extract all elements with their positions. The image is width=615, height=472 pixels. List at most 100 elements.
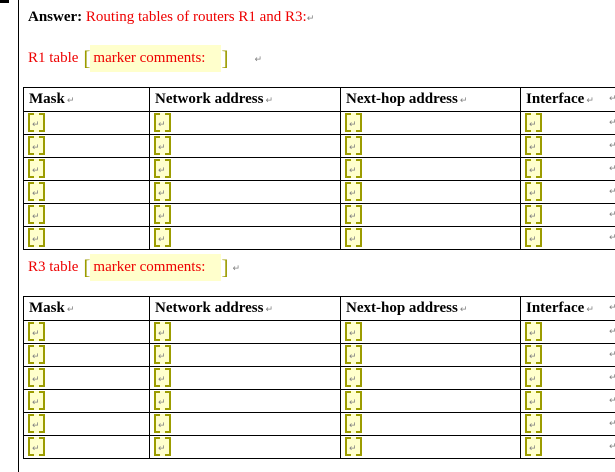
empty-cell[interactable]: ↵ (23, 157, 150, 181)
empty-cell[interactable]: ↵ (340, 412, 521, 436)
empty-cell[interactable]: ↵ (149, 134, 341, 158)
marker-comments-field[interactable]: marker comments: (90, 254, 222, 281)
empty-cell[interactable]: ↵ (149, 203, 341, 227)
bookmark-marker-field[interactable]: ↵ (345, 182, 362, 201)
empty-cell[interactable]: ↵ (23, 180, 150, 204)
column-header-label: Mask (29, 91, 65, 107)
bookmark-marker-field[interactable]: ↵ (525, 113, 542, 132)
empty-cell[interactable]: ↵ (23, 389, 150, 413)
bookmark-marker-field[interactable]: ↵ (28, 322, 45, 341)
empty-cell[interactable]: ↵ (340, 180, 521, 204)
bookmark-marker-field[interactable]: ↵ (154, 159, 171, 178)
bookmark-marker-field[interactable]: ↵ (345, 437, 362, 456)
bookmark-marker-field[interactable]: ↵ (28, 205, 45, 224)
empty-cell[interactable]: ↵ (340, 134, 521, 158)
empty-cell[interactable]: ↵ (520, 203, 615, 227)
bookmark-marker-field[interactable]: ↵ (154, 345, 171, 364)
bookmark-marker-field[interactable]: ↵ (154, 368, 171, 387)
bookmark-marker-field[interactable]: ↵ (28, 391, 45, 410)
bookmark-marker-field[interactable]: ↵ (525, 228, 542, 247)
bookmark-marker-field[interactable]: ↵ (345, 345, 362, 364)
empty-cell[interactable]: ↵ (149, 366, 341, 390)
empty-cell[interactable]: ↵ (149, 180, 341, 204)
bookmark-marker-field[interactable]: ↵ (345, 205, 362, 224)
bookmark-marker-field[interactable]: ↵ (345, 159, 362, 178)
bookmark-marker-field[interactable]: ↵ (525, 136, 542, 155)
bookmark-marker-field[interactable]: ↵ (28, 228, 45, 247)
empty-cell[interactable]: ↵ (149, 389, 341, 413)
empty-cell[interactable]: ↵ (149, 343, 341, 367)
empty-cell[interactable]: ↵ (149, 412, 341, 436)
empty-cell[interactable]: ↵ (149, 157, 341, 181)
empty-cell[interactable]: ↵ (23, 320, 150, 344)
empty-cell[interactable]: ↵ (520, 343, 615, 367)
empty-cell[interactable]: ↵ (23, 111, 150, 135)
bookmark-marker-field[interactable]: ↵ (525, 368, 542, 387)
bookmark-marker-field[interactable]: ↵ (28, 159, 45, 178)
bookmark-marker-field[interactable]: ↵ (154, 182, 171, 201)
bookmark-marker-field[interactable]: ↵ (154, 437, 171, 456)
bookmark-marker-field[interactable]: ↵ (525, 205, 542, 224)
empty-cell[interactable]: ↵ (340, 111, 521, 135)
empty-cell[interactable]: ↵ (520, 389, 615, 413)
bookmark-marker-field[interactable]: ↵ (525, 391, 542, 410)
bookmark-marker-field[interactable]: ↵ (345, 414, 362, 433)
empty-cell[interactable]: ↵ (149, 435, 341, 459)
empty-cell[interactable]: ↵ (23, 435, 150, 459)
bookmark-marker-field[interactable]: ↵ (28, 345, 45, 364)
bookmark-marker-field[interactable]: ↵ (28, 136, 45, 155)
bookmark-marker-field[interactable]: ↵ (154, 414, 171, 433)
bookmark-bracket-left-icon (345, 322, 351, 341)
bookmark-marker-field[interactable]: ↵ (28, 113, 45, 132)
empty-cell[interactable]: ↵ (340, 389, 521, 413)
empty-cell[interactable]: ↵ (23, 226, 150, 250)
empty-cell[interactable]: ↵ (340, 343, 521, 367)
bookmark-marker-field[interactable]: ↵ (525, 414, 542, 433)
bookmark-marker-field[interactable]: ↵ (345, 391, 362, 410)
empty-cell[interactable]: ↵ (520, 435, 615, 459)
bookmark-marker-field[interactable]: ↵ (345, 136, 362, 155)
bookmark-marker-field[interactable]: ↵ (525, 182, 542, 201)
bookmark-marker-field[interactable]: ↵ (345, 322, 362, 341)
empty-cell[interactable]: ↵ (23, 134, 150, 158)
bookmark-marker-field[interactable]: ↵ (525, 159, 542, 178)
empty-cell[interactable]: ↵ (340, 203, 521, 227)
empty-cell[interactable]: ↵ (23, 203, 150, 227)
empty-cell[interactable]: ↵ (340, 435, 521, 459)
bookmark-marker-field[interactable]: ↵ (154, 113, 171, 132)
bookmark-marker-field[interactable]: ↵ (154, 136, 171, 155)
empty-cell[interactable]: ↵ (340, 226, 521, 250)
empty-cell[interactable]: ↵ (340, 157, 521, 181)
empty-cell[interactable]: ↵ (340, 366, 521, 390)
empty-cell[interactable]: ↵ (520, 180, 615, 204)
empty-cell[interactable]: ↵ (23, 412, 150, 436)
bookmark-marker-field[interactable]: ↵ (28, 414, 45, 433)
empty-cell[interactable]: ↵ (149, 320, 341, 344)
bookmark-marker-field[interactable]: ↵ (28, 437, 45, 456)
bookmark-marker-field[interactable]: ↵ (525, 322, 542, 341)
bookmark-marker-field[interactable]: ↵ (154, 205, 171, 224)
empty-cell[interactable]: ↵ (520, 157, 615, 181)
empty-cell[interactable]: ↵ (23, 366, 150, 390)
bookmark-marker-field[interactable]: ↵ (345, 368, 362, 387)
bookmark-marker-field[interactable]: ↵ (525, 437, 542, 456)
bookmark-marker-field[interactable]: ↵ (28, 182, 45, 201)
empty-cell[interactable]: ↵ (149, 111, 341, 135)
empty-cell[interactable]: ↵ (520, 320, 615, 344)
bookmark-marker-field[interactable]: ↵ (345, 113, 362, 132)
bookmark-marker-field[interactable]: ↵ (154, 228, 171, 247)
empty-cell[interactable]: ↵ (520, 134, 615, 158)
empty-cell[interactable]: ↵ (149, 226, 341, 250)
bookmark-marker-field[interactable]: ↵ (28, 368, 45, 387)
bookmark-marker-field[interactable]: ↵ (154, 322, 171, 341)
bookmark-marker-field[interactable]: ↵ (154, 391, 171, 410)
empty-cell[interactable]: ↵ (520, 412, 615, 436)
empty-cell[interactable]: ↵ (340, 320, 521, 344)
empty-cell[interactable]: ↵ (520, 111, 615, 135)
marker-comments-field[interactable]: marker comments: (90, 45, 222, 72)
bookmark-marker-field[interactable]: ↵ (345, 228, 362, 247)
bookmark-marker-field[interactable]: ↵ (525, 345, 542, 364)
empty-cell[interactable]: ↵ (520, 366, 615, 390)
empty-cell[interactable]: ↵ (23, 343, 150, 367)
empty-cell[interactable]: ↵ (520, 226, 615, 250)
